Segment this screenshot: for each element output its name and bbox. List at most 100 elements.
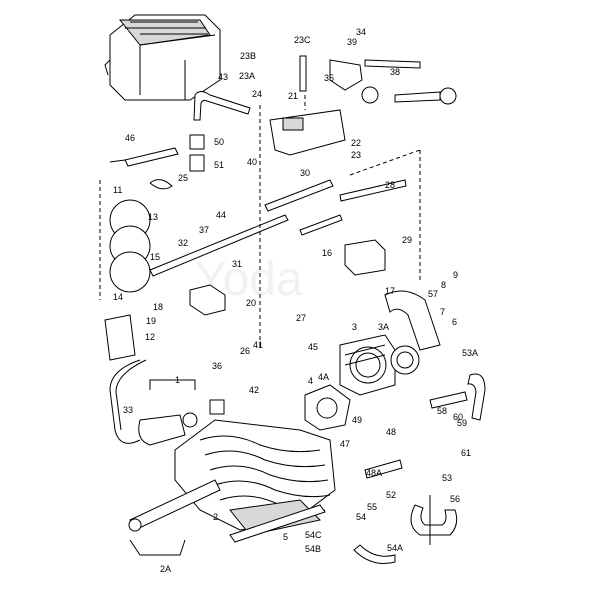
- label-13: 13: [148, 212, 158, 222]
- label-27: 27: [296, 313, 306, 323]
- label-54C: 54C: [305, 530, 322, 540]
- label-22: 22: [351, 138, 361, 148]
- label-26: 26: [240, 346, 250, 356]
- sensor-35: [329, 59, 363, 91]
- valve-16: [344, 239, 386, 276]
- valve-1: [209, 399, 225, 415]
- label-37: 37: [199, 225, 209, 235]
- label-18: 18: [153, 302, 163, 312]
- label-33: 33: [123, 405, 133, 415]
- label-9: 9: [453, 270, 458, 280]
- elbow-17: [384, 290, 441, 351]
- leader-2A: [129, 539, 186, 556]
- label-36: 36: [212, 361, 222, 371]
- resonator-spheres-11: [109, 199, 151, 293]
- label-19: 19: [146, 316, 156, 326]
- label-44: 44: [216, 210, 226, 220]
- hose-58: [429, 391, 468, 409]
- label-35: 35: [324, 73, 334, 83]
- label-23A: 23A: [239, 71, 255, 81]
- throttle-body-3: [339, 334, 396, 396]
- label-4A: 4A: [318, 372, 329, 382]
- label-54B: 54B: [305, 544, 321, 554]
- hose-43: [193, 91, 251, 121]
- label-21: 21: [288, 91, 298, 101]
- label-16: 16: [322, 248, 332, 258]
- line-28: [339, 179, 407, 202]
- label-38: 38: [390, 67, 400, 77]
- label-24: 24: [252, 89, 262, 99]
- label-31: 31: [232, 259, 242, 269]
- line-37: [149, 214, 289, 277]
- bolt-23A: [299, 55, 307, 92]
- intake-manifold-2: [174, 419, 336, 536]
- label-51: 51: [214, 160, 224, 170]
- label-46: 46: [125, 133, 135, 143]
- label-29: 29: [402, 235, 412, 245]
- leader-1: [149, 379, 196, 390]
- label-17: 17: [385, 286, 395, 296]
- label-45: 45: [308, 342, 318, 352]
- hose-46: [124, 147, 179, 167]
- valve-51: [189, 154, 205, 172]
- hose-38: [394, 91, 441, 103]
- label-47: 47: [340, 439, 350, 449]
- label-58: 58: [437, 406, 447, 416]
- hose-48A: [364, 459, 403, 479]
- label-53: 53: [442, 473, 452, 483]
- hose-33: [109, 359, 141, 444]
- label-56: 56: [450, 494, 460, 504]
- label-55: 55: [367, 502, 377, 512]
- actuator-1: [138, 414, 186, 446]
- bracket-21: [269, 109, 346, 156]
- valve-50: [189, 134, 205, 150]
- gasket-5: [229, 504, 326, 543]
- label-54A: 54A: [387, 543, 403, 553]
- label-48A: 48A: [366, 468, 382, 478]
- flange-4: [304, 384, 351, 431]
- label-59: 59: [457, 418, 467, 428]
- label-8: 8: [441, 280, 446, 290]
- label-5: 5: [283, 532, 288, 542]
- label-20: 20: [246, 298, 256, 308]
- label-43: 43: [218, 72, 228, 82]
- label-28: 28: [385, 180, 395, 190]
- label-41: 41: [253, 340, 263, 350]
- label-48: 48: [386, 427, 396, 437]
- label-40: 40: [247, 157, 257, 167]
- label-23C: 23C: [294, 35, 311, 45]
- label-50: 50: [214, 137, 224, 147]
- label-54: 54: [356, 512, 366, 522]
- label-34: 34: [356, 27, 366, 37]
- label-42: 42: [249, 385, 259, 395]
- label-2: 2: [213, 512, 218, 522]
- label-14: 14: [113, 292, 123, 302]
- label-32: 32: [178, 238, 188, 248]
- clamp-25: [149, 179, 173, 190]
- label-61: 61: [461, 448, 471, 458]
- hose-53A: [467, 373, 486, 421]
- label-25: 25: [178, 173, 188, 183]
- valve-34-right: [439, 87, 457, 105]
- hose-56: [410, 504, 458, 536]
- label-2A: 2A: [160, 564, 171, 574]
- hose-54A: [353, 544, 396, 564]
- label-60: 60: [453, 412, 463, 422]
- label-3: 3: [352, 322, 357, 332]
- label-52: 52: [386, 490, 396, 500]
- valve-18: [189, 284, 226, 316]
- label-57: 57: [428, 289, 438, 299]
- label-23B: 23B: [240, 51, 256, 61]
- label-15: 15: [150, 252, 160, 262]
- label-23: 23: [351, 150, 361, 160]
- hose-34: [364, 59, 421, 69]
- label-7: 7: [440, 307, 445, 317]
- label-3A: 3A: [378, 322, 389, 332]
- line-31: [299, 214, 343, 236]
- label-1: 1: [175, 375, 180, 385]
- line-30: [264, 179, 334, 212]
- charcoal-canister: [104, 14, 221, 101]
- gasket-10: [390, 345, 420, 375]
- label-6: 6: [452, 317, 457, 327]
